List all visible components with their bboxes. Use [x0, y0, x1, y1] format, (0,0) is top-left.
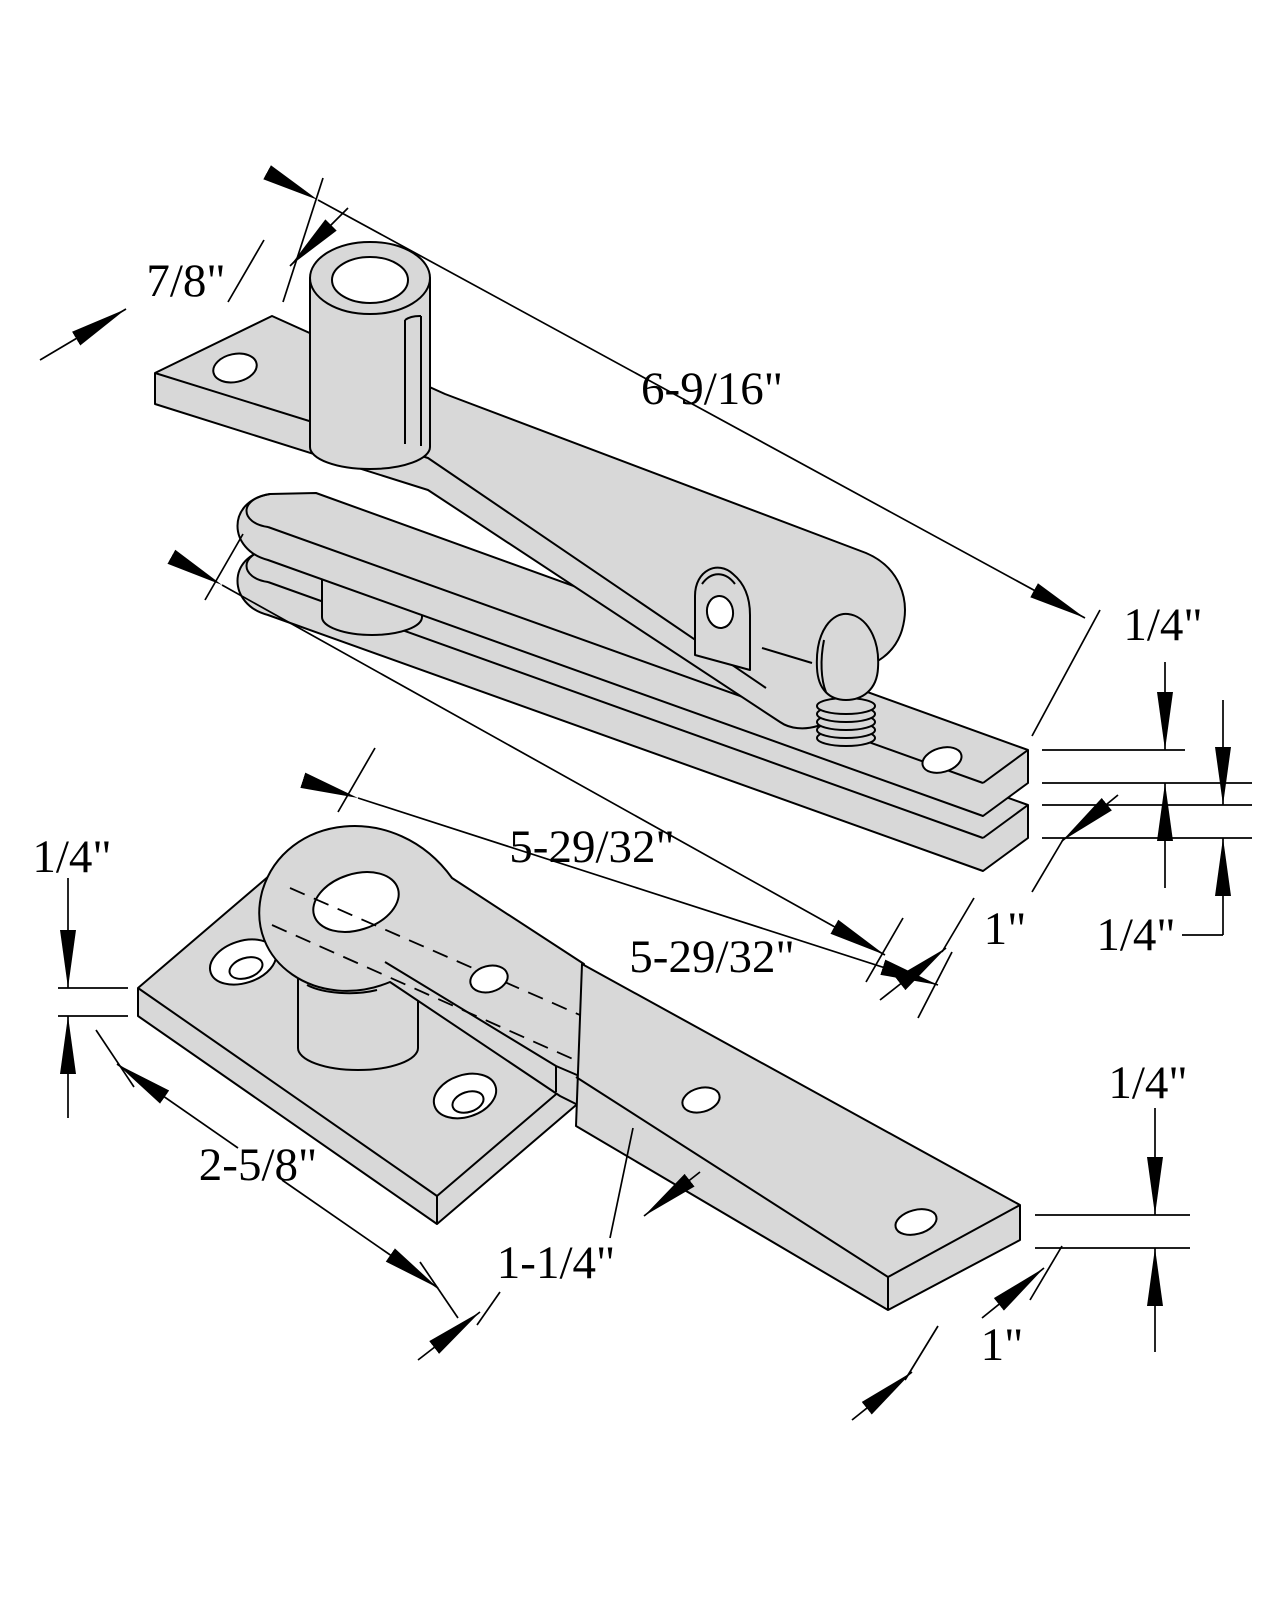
upper-strap-screw-hole [921, 746, 963, 774]
dim-label-7-8: 7/8" [146, 255, 225, 307]
strap-raised-edges [384, 961, 585, 1092]
base-plate-countersink-2-inner [451, 1090, 485, 1114]
dim-label-1-4-top: 1/4" [1123, 599, 1202, 651]
door-strap-raised [258, 825, 597, 1109]
stud-dome-head [815, 612, 880, 701]
dim-base-plate-thickness: 1/4" [32, 831, 128, 1118]
strap-long-edges [575, 1076, 1021, 1310]
strap-hidden-edge-1 [289, 887, 597, 1023]
dim-label-1-4-mid: 1/4" [1096, 909, 1175, 961]
dim-label-2-5-8: 2-5/8" [199, 1139, 317, 1191]
dim-base-plate-length: 2-5/8" [95, 1029, 459, 1319]
jamb-plate-screw-hole [212, 352, 258, 384]
dim-label-5-29-32-a: 5-29/32" [509, 821, 674, 873]
top-pivot-assembly: 7/8" 6-9/16" 5-29/32" 5-29/32" 1/4" [39, 165, 1252, 1019]
strap-screw-hole-2 [681, 1086, 721, 1114]
bottom-bushing-shoulder [306, 984, 378, 995]
dim-label-1in-bottom: 1" [981, 1319, 1024, 1371]
strap-screw-hole-1 [469, 964, 509, 994]
clevis-tab [694, 566, 751, 671]
dim-upper-strap-thickness: 1/4" [1042, 599, 1252, 888]
strap-screw-hole-3 [894, 1208, 938, 1236]
dim-label-1-1-4: 1-1/4" [497, 1237, 615, 1289]
strap-long-body [575, 963, 1021, 1311]
bottom-pivot-assembly: 1/4" 2-5/8" 1-1/4" 1/4" [32, 825, 1190, 1421]
adjusting-stud [815, 612, 880, 747]
dim-label-1-4-left: 1/4" [32, 831, 111, 883]
dim-bottom-strap-thickness: 1/4" [1035, 1057, 1190, 1352]
strap-hidden-edge-2 [271, 924, 576, 1061]
door-strap-long [469, 963, 1021, 1311]
dim-label-1-4-bottom: 1/4" [1108, 1057, 1187, 1109]
dim-strap-offset: 1-1/4" [417, 1127, 701, 1361]
pivot-bushing [309, 241, 431, 470]
dim-upper-strap-end-width: 1" [879, 794, 1119, 1001]
dim-bottom-strap-end-width: 1" [851, 1245, 1063, 1421]
dim-label-5-29-32-b: 5-29/32" [629, 931, 794, 983]
base-plate-edges [137, 987, 583, 1224]
bushing-bore [331, 256, 409, 304]
dim-label-1in-top: 1" [984, 903, 1027, 955]
dim-label-6-9-16: 6-9/16" [641, 363, 783, 415]
dim-arm-length: 6-9/16" [263, 165, 1101, 737]
base-plate-countersink-1-inner [228, 956, 264, 980]
strap-pivot-hole [312, 871, 400, 933]
